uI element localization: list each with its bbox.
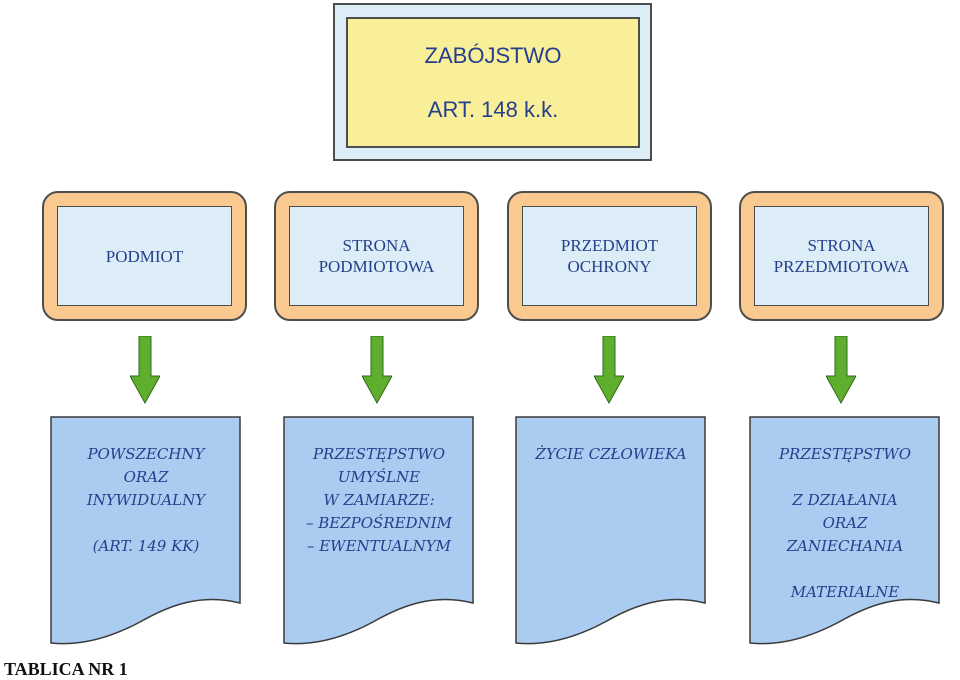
title-box: ZABÓJSTWO ART. 148 k.k.: [346, 17, 640, 148]
detail-line: INYWIDUALNY: [86, 491, 206, 509]
detail-document-shape: [283, 416, 474, 645]
detail-line: [50, 512, 242, 535]
detail-document-shape: [749, 416, 940, 645]
detail-line: UMYŚLNE: [337, 468, 421, 486]
category-label: PRZEDMIOT OCHRONY: [522, 206, 697, 306]
detail-line: [749, 558, 941, 581]
detail-line: PRZESTĘPSTWO: [778, 445, 912, 463]
detail-line: – BEZPOŚREDNIM: [305, 514, 452, 532]
detail-line: PRZESTĘPSTWO: [312, 445, 446, 463]
category-line: PRZEDMIOTOWA: [773, 257, 910, 276]
detail-line: Z DZIAŁANIA: [792, 491, 898, 509]
down-arrow-icon: [130, 336, 160, 404]
category-line: STRONA: [342, 236, 411, 255]
category-line: PODMIOT: [105, 246, 184, 266]
category-box-podmiot: PODMIOT: [42, 191, 247, 321]
detail-line: ZANIECHANIA: [786, 537, 904, 555]
detail-text-podmiot: POWSZECHNY ORAZ INYWIDUALNY (ART. 149 KK…: [50, 443, 242, 558]
detail-line: POWSZECHNY: [87, 445, 205, 463]
detail-line: ORAZ: [822, 514, 868, 532]
category-box-przedmiot-ochrony: PRZEDMIOT OCHRONY: [507, 191, 712, 321]
detail-document-shape: [515, 416, 706, 645]
detail-document-shape: [50, 416, 241, 645]
category-line: OCHRONY: [567, 257, 652, 276]
category-box-strona-podmiotowa: STRONA PODMIOTOWA: [274, 191, 479, 321]
down-arrow-icon: [362, 336, 392, 404]
category-line: STRONA: [807, 236, 876, 255]
detail-text-przedmiot-ochrony: ŻYCIE CZŁOWIEKA: [515, 443, 707, 466]
detail-line: W ZAMIARZE:: [323, 491, 435, 509]
category-label: STRONA PODMIOTOWA: [289, 206, 464, 306]
detail-line: MATERIALNE: [790, 583, 900, 601]
table-caption: TABLICA NR 1: [4, 659, 128, 679]
detail-text-strona-przedmiotowa: PRZESTĘPSTWO Z DZIAŁANIA ORAZ ZANIECHANI…: [749, 443, 941, 604]
detail-text-strona-podmiotowa: PRZESTĘPSTWO UMYŚLNE W ZAMIARZE: – BEZPO…: [283, 443, 475, 558]
category-label: STRONA PRZEDMIOTOWA: [754, 206, 929, 306]
category-box-strona-przedmiotowa: STRONA PRZEDMIOTOWA: [739, 191, 944, 321]
category-line: PODMIOTOWA: [318, 257, 435, 276]
down-arrow-icon: [594, 336, 624, 404]
title-box-line-2: ART. 148 k.k.: [427, 97, 559, 122]
detail-line: ORAZ: [123, 468, 169, 486]
down-arrow-icon: [826, 336, 856, 404]
category-label: PODMIOT: [57, 206, 232, 306]
title-box-line-1: ZABÓJSTWO: [424, 43, 562, 68]
detail-line: ŻYCIE CZŁOWIEKA: [535, 445, 687, 463]
detail-line: – EWENTUALNYM: [306, 537, 452, 555]
detail-line: [749, 466, 941, 489]
category-line: PRZEDMIOT: [560, 236, 659, 255]
detail-line: (ART. 149 KK): [92, 537, 200, 555]
